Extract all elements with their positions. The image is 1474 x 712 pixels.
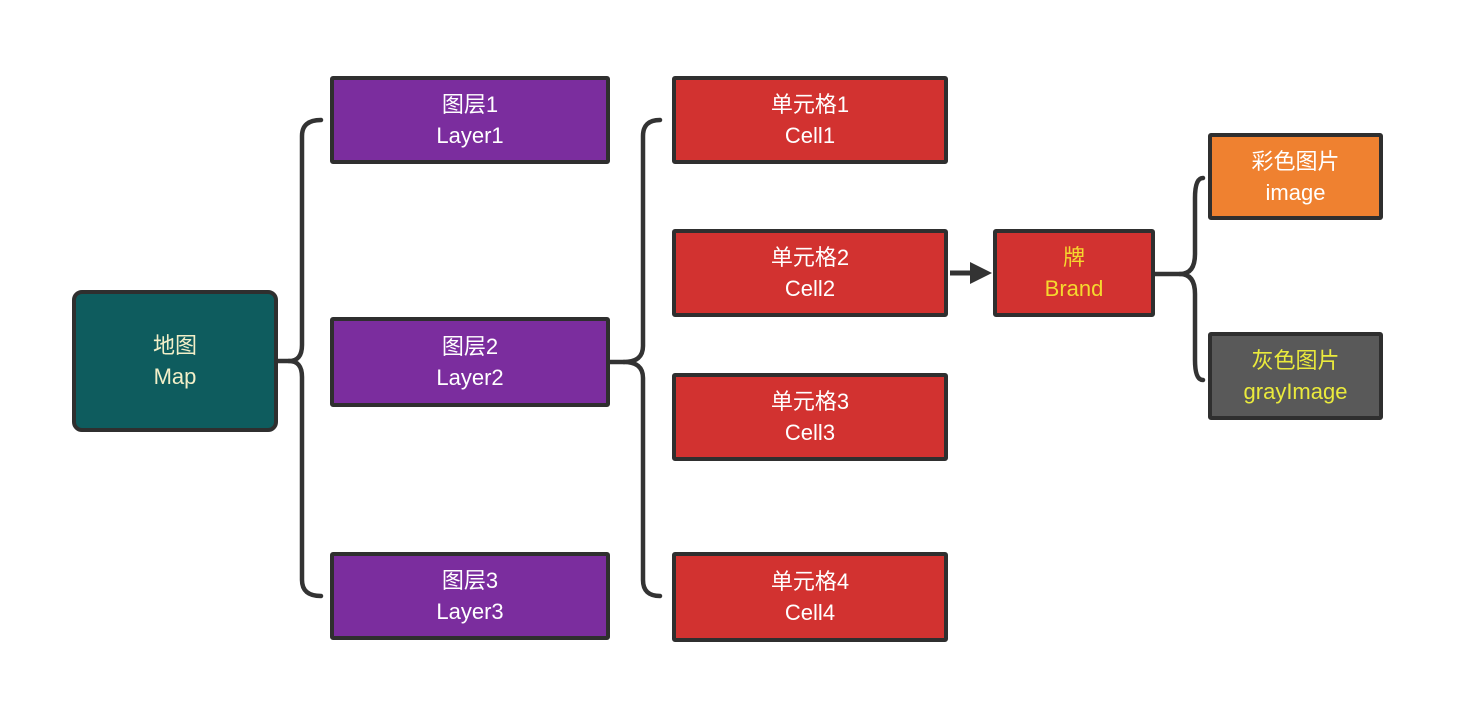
node-brand[interactable]: 牌 Brand [993,229,1155,317]
node-map-label-en: Map [153,364,197,389]
node-layer1[interactable]: 图层1 Layer1 [330,76,610,164]
node-layer3[interactable]: 图层3 Layer3 [330,552,610,640]
node-cell4[interactable]: 单元格4 Cell4 [672,552,948,642]
node-cell1-label-en: Cell1 [784,123,836,148]
node-brand-label-en: Brand [1044,276,1104,301]
node-cell3-label-zh: 单元格3 [770,389,850,414]
node-layer2-label-zh: 图层2 [441,334,499,359]
node-cell4-label-zh: 单元格4 [770,569,850,594]
node-gray-image-label-en: grayImage [1243,379,1348,404]
node-layer3-label-en: Layer3 [436,599,504,624]
node-gray-image-label-zh: 灰色图片 [1251,348,1340,373]
node-map-label-zh: 地图 [152,333,197,358]
node-cell2-label-zh: 单元格2 [770,245,850,270]
node-map[interactable]: 地图 Map [72,290,278,432]
arrow-cell2-to-brand [950,262,992,284]
arrowhead-icon [970,262,992,284]
brace-brand-to-images [1150,175,1206,383]
node-cell3[interactable]: 单元格3 Cell3 [672,373,948,461]
node-cell4-label-en: Cell4 [784,600,836,625]
node-brand-label-zh: 牌 [1062,245,1085,270]
node-cell3-label-en: Cell3 [784,420,836,445]
node-color-image-label-en: image [1265,179,1326,205]
node-layer2[interactable]: 图层2 Layer2 [330,317,610,407]
node-layer2-label-en: Layer2 [436,365,504,390]
node-cell2-label-en: Cell2 [784,276,836,301]
node-gray-image[interactable]: 灰色图片 grayImage [1208,332,1383,420]
node-layer1-label-zh: 图层1 [441,92,499,117]
node-color-image-label-zh: 彩色图片 [1251,148,1340,174]
node-layer3-label-zh: 图层3 [441,568,499,593]
node-cell1-label-zh: 单元格1 [770,92,850,117]
brace-map-to-layers [275,117,324,599]
node-cell1[interactable]: 单元格1 Cell1 [672,76,948,164]
brace-layer2-to-cells [607,117,663,599]
node-cell2[interactable]: 单元格2 Cell2 [672,229,948,317]
node-color-image[interactable]: 彩色图片 image [1208,133,1383,220]
node-layer1-label-en: Layer1 [436,123,504,148]
